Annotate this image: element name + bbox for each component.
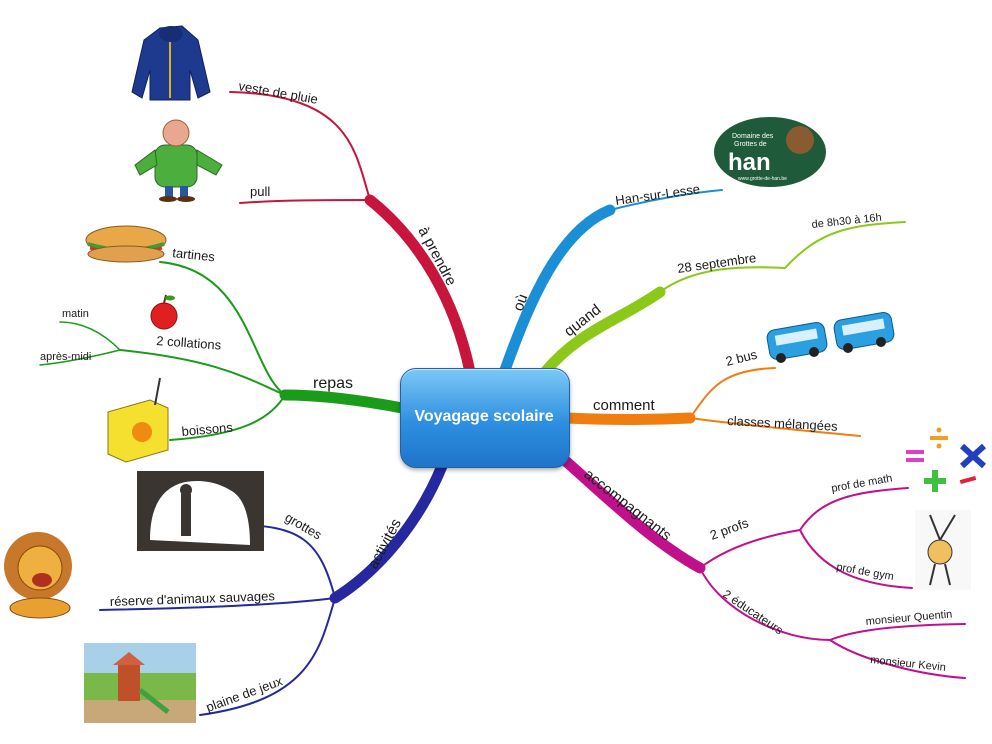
label-comment: comment: [593, 397, 656, 414]
playground-icon: [84, 643, 196, 723]
item-tartines: tartines: [172, 245, 216, 264]
cave-icon: [137, 471, 264, 551]
item-matin: matin: [62, 308, 89, 320]
svg-text:han: han: [728, 149, 771, 176]
item-heures: de 8h30 à 16h: [811, 212, 882, 231]
branch-quand: [539, 221, 906, 378]
item-28-septembre: 28 septembre: [676, 250, 757, 276]
math-symbols-icon: [906, 427, 987, 492]
sandwich-icon: [85, 225, 167, 263]
item-monsieur-kevin: monsieur Kevin: [870, 654, 947, 674]
item-classes-melangees: classes mélangées: [727, 413, 839, 434]
item-2-profs: 2 profs: [708, 515, 751, 543]
item-han-sur-lesse: Han-sur-Lesse: [614, 181, 701, 208]
gymnast-icon: [915, 510, 971, 590]
item-prof-de-math: prof de math: [830, 472, 893, 495]
branch-repas: [39, 261, 408, 441]
item-reserve: réserve d'animaux sauvages: [110, 588, 276, 609]
svg-text:Grottes de: Grottes de: [734, 141, 767, 148]
item-2-educateurs: 2 éducateurs: [720, 587, 785, 637]
item-2-bus: 2 bus: [724, 347, 759, 369]
svg-text:www.grotte-de-han.be: www.grotte-de-han.be: [738, 176, 787, 182]
branch-ou: [499, 189, 723, 376]
item-boissons: boissons: [181, 420, 234, 439]
central-topic-label: Voyagage scolaire: [414, 408, 554, 425]
item-2-collations: 2 collations: [156, 333, 222, 353]
jacket-icon: [131, 25, 211, 101]
bus-icon: [766, 321, 828, 363]
branch-activites: [99, 460, 448, 716]
han-logo: Domaine des Grottes de han www.grotte-de…: [714, 117, 826, 187]
label-accompagnants: accompagnants: [581, 466, 675, 545]
label-repas: repas: [313, 375, 353, 392]
branch-comment: [560, 367, 861, 437]
item-apres-midi: après-midi: [40, 351, 91, 363]
bus-icon: [833, 311, 895, 353]
item-grottes: grottes: [283, 510, 325, 543]
apple-icon: [150, 294, 178, 330]
label-ou: où: [510, 292, 532, 313]
juice-box-icon: [107, 377, 169, 463]
svg-text:Domaine des: Domaine des: [732, 133, 774, 140]
character-sweater-icon: [134, 119, 223, 202]
central-topic-box[interactable]: [400, 368, 570, 468]
item-veste-de-pluie: veste de pluie: [237, 78, 319, 107]
item-pull: pull: [250, 184, 270, 199]
branch-accompagnants: [554, 450, 966, 679]
branch-a-prendre: [229, 91, 476, 378]
lion-icon: [4, 532, 72, 619]
